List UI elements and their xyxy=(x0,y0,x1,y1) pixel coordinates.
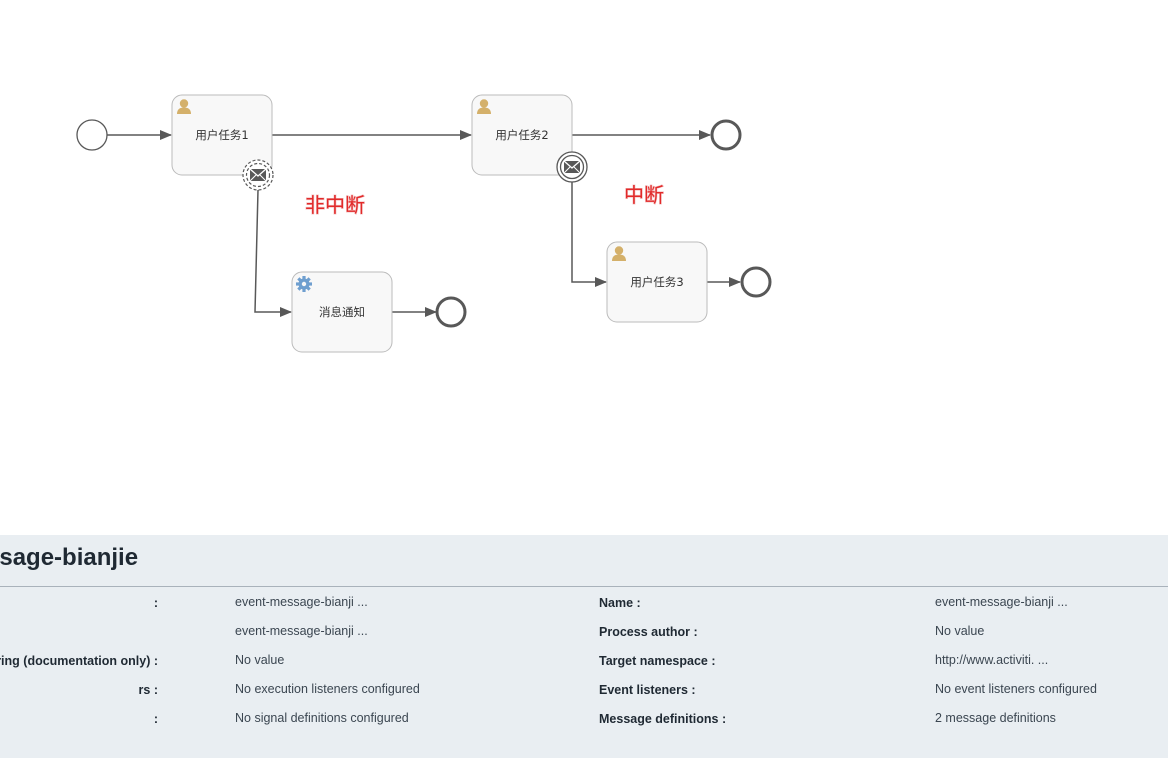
property-label: Target namespace : xyxy=(599,654,716,668)
property-value[interactable]: event-message-bianji ... xyxy=(235,624,368,638)
property-value[interactable]: No event listeners configured xyxy=(935,682,1097,696)
task-label: 用户任务1 xyxy=(195,128,248,142)
flow-boundary2-to-task3[interactable] xyxy=(571,182,607,287)
annotation-non-interrupting: 非中断 xyxy=(305,193,365,217)
bpmn-diagram: 用户任务1 用户任务2 消息通知 用户任务3 xyxy=(76,94,772,353)
property-value[interactable]: event-message-bianji ... xyxy=(235,595,368,609)
envelope-icon xyxy=(563,160,581,174)
service-task-message-notify[interactable]: 消息通知 xyxy=(291,271,393,353)
user-task-2[interactable]: 用户任务2 xyxy=(471,94,573,176)
user-task-1[interactable]: 用户任务1 xyxy=(171,94,273,176)
user-icon xyxy=(177,99,191,114)
property-value[interactable]: http://www.activiti. ... xyxy=(935,653,1049,667)
gear-icon xyxy=(296,276,312,292)
property-label: rs : xyxy=(138,683,158,697)
envelope-icon xyxy=(249,168,267,182)
start-event[interactable] xyxy=(76,119,108,151)
end-event-task3[interactable] xyxy=(740,266,772,298)
process-canvas[interactable]: 用户任务1 用户任务2 消息通知 用户任务3 xyxy=(0,0,1168,535)
annotation-interrupting: 中断 xyxy=(624,183,664,207)
property-value[interactable]: event-message-bianji ... xyxy=(935,595,1068,609)
end-event-notify[interactable] xyxy=(435,296,467,328)
property-value[interactable]: No value xyxy=(235,653,285,667)
boundary-message-event-interrupting[interactable] xyxy=(556,151,588,183)
boundary-message-event-non-interrupting[interactable] xyxy=(242,159,274,191)
panel-divider xyxy=(0,586,1168,587)
process-title: ssage-bianjie xyxy=(0,544,139,571)
property-label: : xyxy=(153,596,158,610)
property-label: : xyxy=(153,712,158,726)
user-task-3[interactable]: 用户任务3 xyxy=(606,241,708,323)
property-label: Message definitions : xyxy=(599,712,727,726)
property-value[interactable]: 2 message definitions xyxy=(935,711,1056,725)
property-label: Process author : xyxy=(599,625,698,639)
flow-boundary1-to-notify[interactable] xyxy=(254,189,292,317)
task-label: 消息通知 xyxy=(319,305,365,319)
property-value[interactable]: No signal definitions configured xyxy=(235,711,409,725)
property-label: Event listeners : xyxy=(599,683,696,697)
property-label: Name : xyxy=(599,596,641,610)
task-label: 用户任务3 xyxy=(630,275,683,289)
property-value[interactable]: No execution listeners configured xyxy=(235,682,420,696)
property-label: tring (documentation only) : xyxy=(0,654,158,668)
user-icon xyxy=(477,99,491,114)
properties-panel: ssage-bianjie : event-message-bianji ...… xyxy=(0,535,1168,758)
user-icon xyxy=(612,246,626,261)
end-event-main[interactable] xyxy=(710,119,742,151)
task-label: 用户任务2 xyxy=(495,128,548,142)
property-value[interactable]: No value xyxy=(935,624,985,638)
